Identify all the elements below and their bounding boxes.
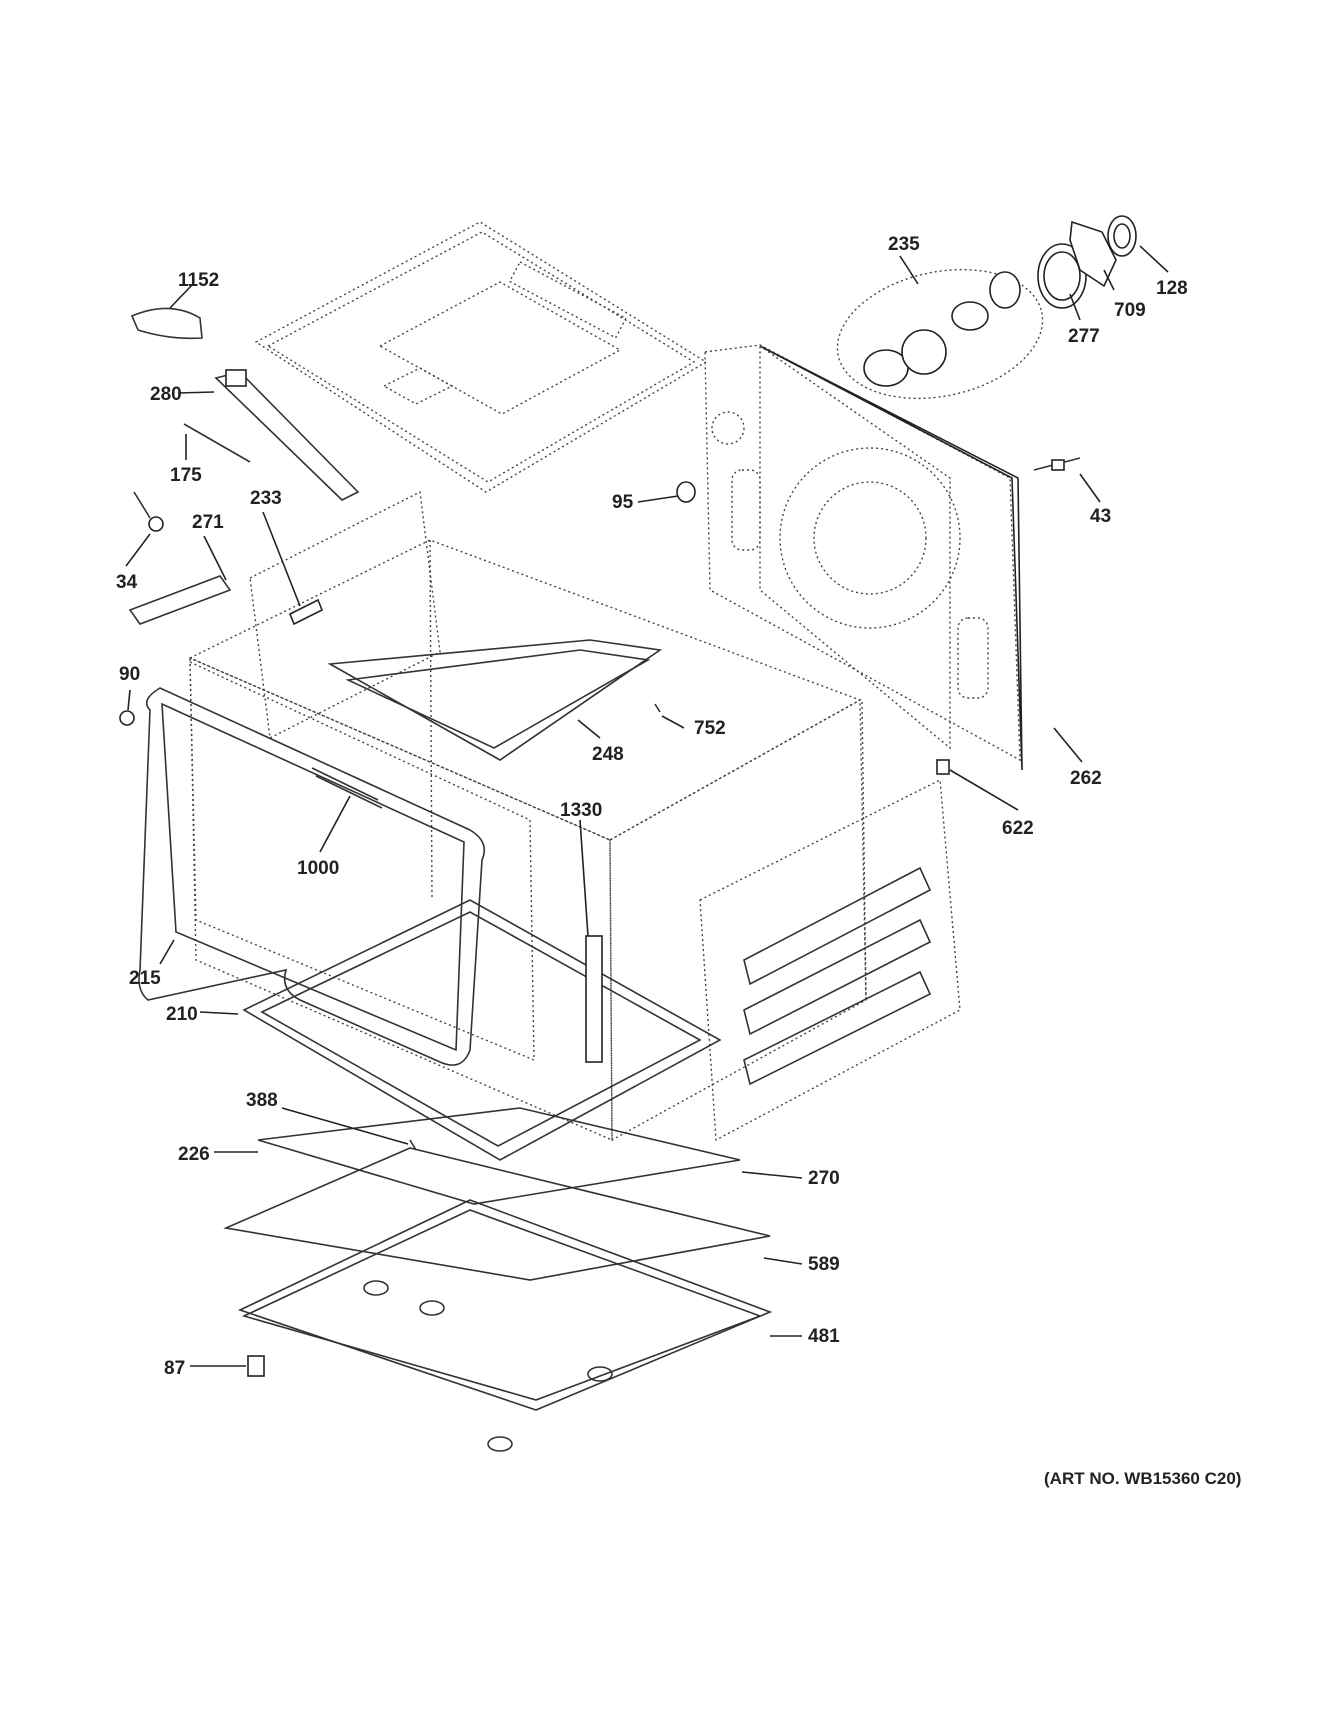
callout-271: 271 bbox=[192, 512, 224, 533]
leader-lines bbox=[125, 245, 1169, 1367]
lamp-assembly-drawing bbox=[836, 215, 1137, 400]
callout-709: 709 bbox=[1114, 300, 1146, 321]
callout-34: 34 bbox=[116, 572, 138, 593]
side-panel-drawing bbox=[699, 778, 961, 1142]
oven-cavity-drawing bbox=[188, 490, 867, 1142]
callout-175: 175 bbox=[170, 465, 202, 486]
callout-481: 481 bbox=[808, 1326, 840, 1347]
callout-226: 226 bbox=[178, 1144, 210, 1165]
callout-210: 210 bbox=[166, 1004, 198, 1025]
callout-95: 95 bbox=[612, 492, 634, 513]
callout-589: 589 bbox=[808, 1254, 840, 1275]
callout-270: 270 bbox=[808, 1168, 840, 1189]
callout-43: 43 bbox=[1090, 506, 1111, 527]
callout-1330: 1330 bbox=[560, 800, 602, 821]
callout-1152: 1152 bbox=[178, 270, 219, 291]
callout-752: 752 bbox=[694, 718, 726, 739]
callout-1000: 1000 bbox=[297, 858, 339, 879]
rear-panel-drawing bbox=[704, 344, 1023, 771]
callout-235: 235 bbox=[888, 234, 920, 255]
heat-shield-drawing bbox=[327, 639, 663, 761]
callout-233: 233 bbox=[250, 488, 282, 509]
callout-622: 622 bbox=[1002, 818, 1034, 839]
callout-215: 215 bbox=[129, 968, 161, 989]
callout-388: 388 bbox=[246, 1090, 278, 1111]
callout-248: 248 bbox=[592, 744, 624, 765]
bottom-panels-drawing bbox=[223, 1107, 773, 1452]
oven-bottom-tray-drawing bbox=[242, 899, 722, 1161]
callout-277: 277 bbox=[1068, 326, 1100, 347]
callout-262: 262 bbox=[1070, 768, 1102, 789]
callout-128: 128 bbox=[1156, 278, 1188, 299]
callout-labels: 1152 280 175 34 271 233 90 1000 215 210 … bbox=[116, 234, 1241, 1488]
art-number: (ART NO. WB15360 C20) bbox=[1044, 1469, 1241, 1488]
top-panel-drawing bbox=[254, 221, 708, 493]
front-frame-tube-drawing bbox=[138, 660, 535, 1066]
callout-87: 87 bbox=[164, 1358, 185, 1379]
callout-90: 90 bbox=[119, 664, 140, 685]
small-parts-drawing bbox=[119, 307, 1081, 1377]
callout-280: 280 bbox=[150, 384, 182, 405]
